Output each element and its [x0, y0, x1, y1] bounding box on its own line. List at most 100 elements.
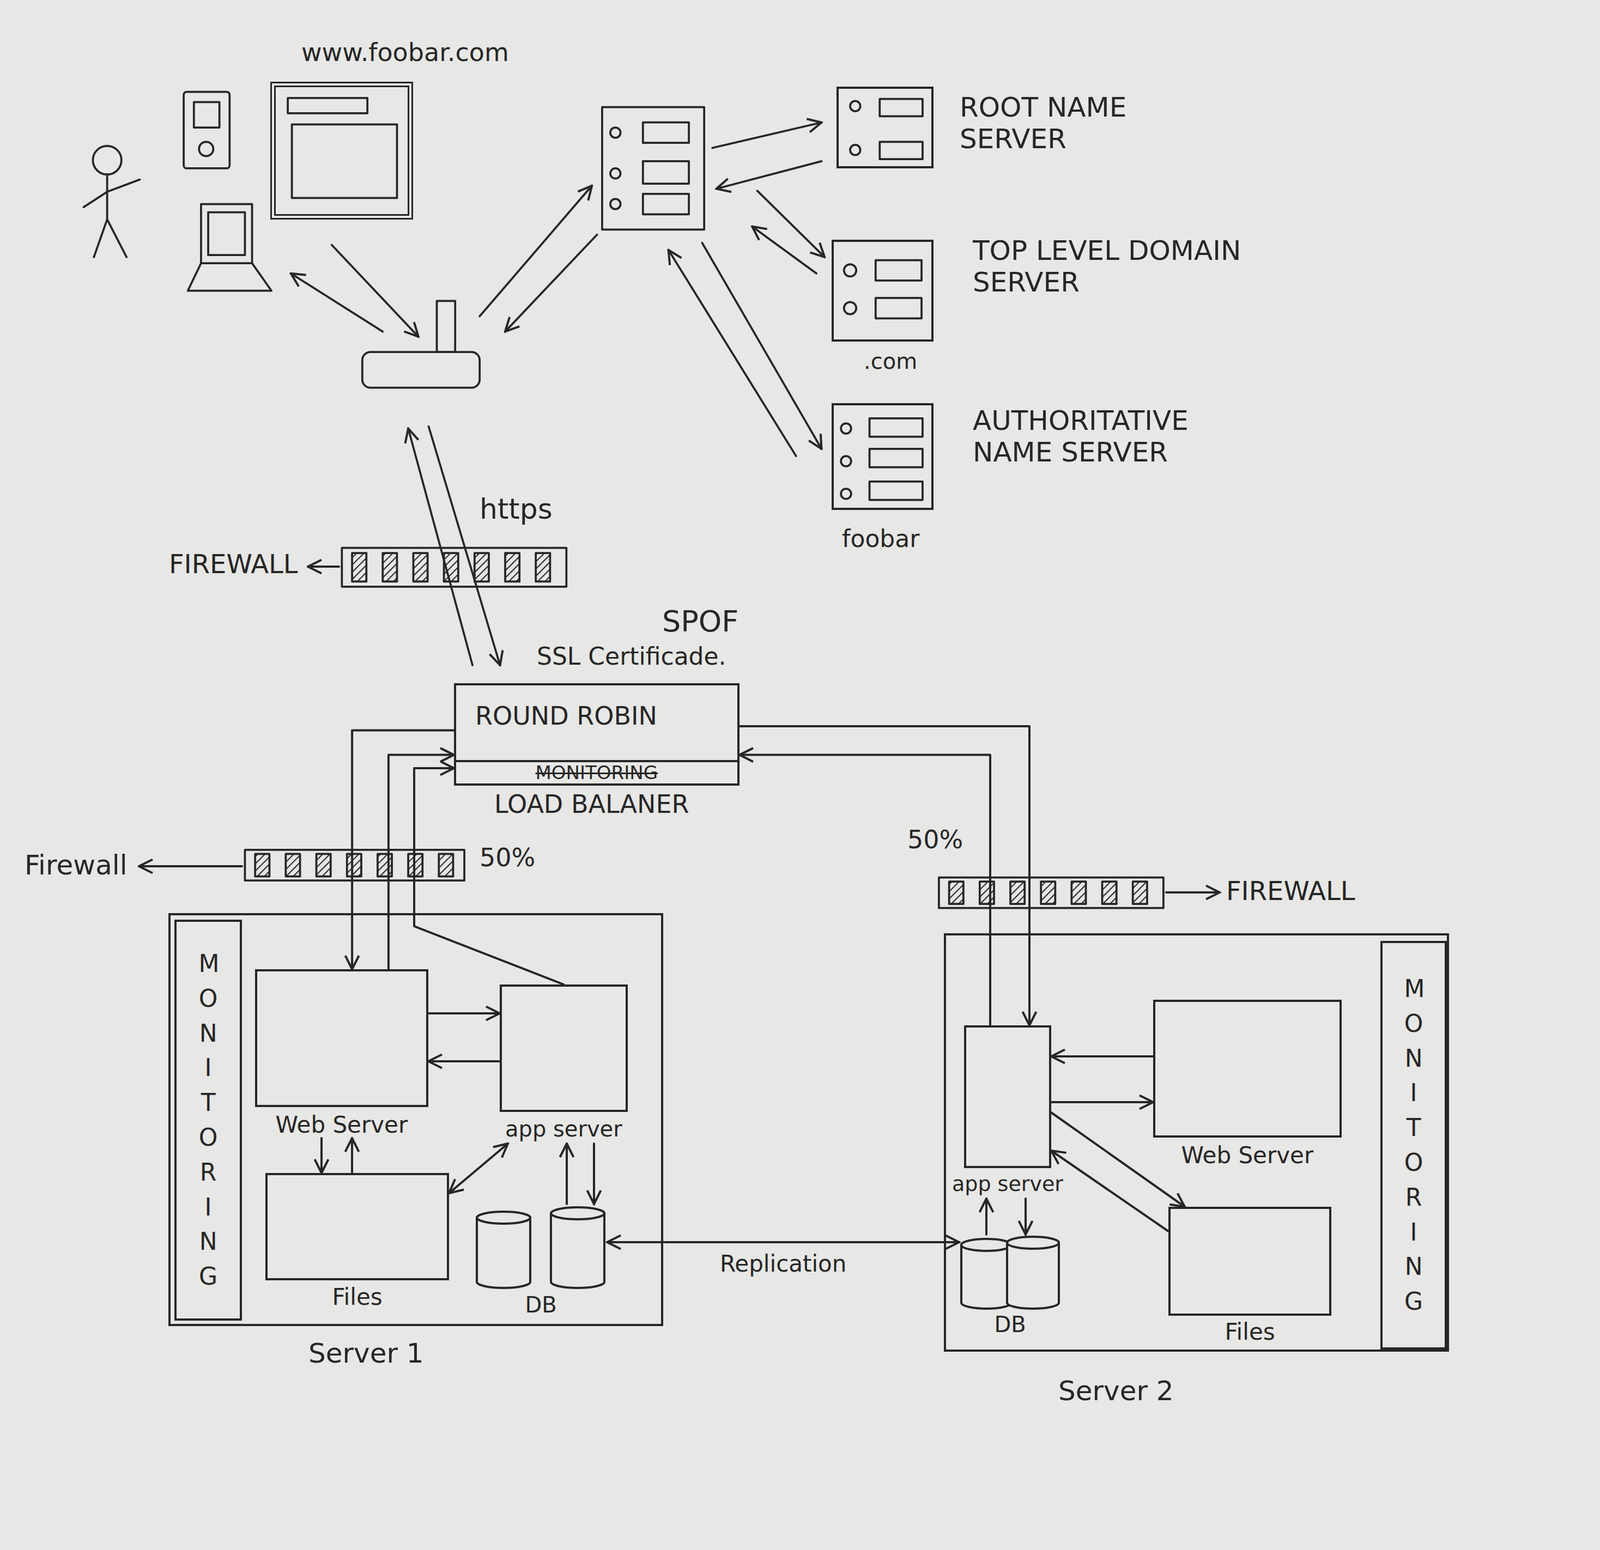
box-outline	[964, 1025, 1052, 1169]
leader-arrow	[307, 565, 339, 568]
app-server-box: app server	[499, 984, 628, 1144]
cylinder-body	[550, 1213, 605, 1289]
monitoring-label: MONITORING	[535, 762, 659, 784]
sketch	[83, 92, 1164, 909]
dns-query-arrow	[479, 185, 592, 317]
server-led	[840, 456, 852, 467]
resolver-server	[602, 107, 705, 230]
box-outline	[499, 984, 628, 1113]
connector	[1024, 1198, 1027, 1235]
server-slot	[869, 449, 923, 468]
firewall-brick	[352, 553, 367, 582]
server-slot	[879, 141, 923, 160]
file-storage-box: Files	[1168, 1207, 1332, 1347]
server-led	[850, 100, 861, 112]
share-label: 50%	[907, 825, 963, 855]
load-balancer-label: LOAD BALANER	[494, 790, 690, 820]
firewall-band	[244, 850, 465, 881]
box-label: Web Server	[1181, 1142, 1314, 1169]
server-slot	[643, 122, 689, 143]
firewall-label: Firewall	[24, 850, 128, 882]
box-label: Files	[1225, 1319, 1276, 1346]
url-label: www.foobar.com	[301, 38, 509, 68]
firewall-brick	[285, 853, 300, 877]
firewall-brick	[408, 853, 423, 877]
server-label: TOP LEVEL DOMAIN SERVER	[972, 235, 1300, 299]
dns-server-box: AUTHORITATIVE NAME SERVERfoobar	[831, 403, 934, 511]
firewall-brick	[347, 853, 362, 877]
connector	[985, 1198, 988, 1235]
box-label: Web Server	[275, 1112, 409, 1139]
response-arrow	[291, 273, 384, 332]
file-storage-box: Files	[265, 1173, 450, 1314]
phone-icon	[183, 92, 230, 169]
server-led	[610, 168, 621, 179]
note-label: SPOF	[662, 604, 739, 639]
dns-query-arrow	[701, 243, 822, 450]
box-outline	[265, 1173, 450, 1281]
database-symbol	[474, 1204, 608, 1292]
firewall-brick	[1010, 881, 1025, 905]
laptop-screen	[201, 204, 253, 264]
firewall-label: FIREWALL	[1226, 876, 1356, 907]
router-body	[362, 352, 480, 389]
firewall-brick	[535, 553, 550, 582]
dns-answer-arrow	[752, 226, 817, 274]
connector	[428, 1012, 500, 1015]
dns-answer-arrow	[668, 250, 797, 457]
cylinder-body	[1007, 1243, 1059, 1309]
zone-label: foobar	[841, 525, 920, 554]
connector	[320, 1138, 323, 1174]
server-led	[844, 301, 857, 314]
server-label: ROOT NAME SERVER	[959, 92, 1167, 155]
monitoring-label: MONITORING	[198, 946, 218, 1295]
phone-button	[198, 141, 214, 156]
server-led	[840, 488, 852, 500]
box-label: DB	[994, 1312, 1027, 1338]
dns-query-arrow	[712, 122, 822, 149]
firewall-brick	[377, 853, 392, 877]
connector	[592, 1143, 596, 1205]
server-slot	[875, 298, 922, 319]
server-slot	[879, 99, 923, 117]
firewall-brick	[1040, 881, 1056, 905]
monitoring-band: MONITORING	[1380, 941, 1447, 1350]
connector	[739, 726, 1030, 1026]
share-label: 50%	[479, 843, 536, 873]
server-led	[850, 144, 861, 156]
firewall-label: FIREWALL	[168, 549, 299, 580]
database-symbol	[959, 1234, 1062, 1312]
firewall-brick	[444, 553, 459, 582]
router-antenna	[437, 300, 456, 353]
connector	[350, 1138, 354, 1174]
protocol-label: https	[479, 493, 553, 526]
server-slot	[869, 481, 923, 501]
cylinder-top	[550, 1207, 605, 1220]
firewall-brick	[1102, 881, 1117, 905]
zone-label: .com	[863, 348, 918, 374]
dns-server-box: TOP LEVEL DOMAIN SERVER.com	[831, 239, 934, 342]
connector	[428, 1060, 500, 1063]
load-balancer: ROUND ROBINLOAD BALANERMONITORING	[453, 683, 740, 786]
firewall-brick	[1071, 881, 1086, 905]
connector	[449, 1143, 508, 1194]
edge-label: Replication	[716, 1251, 850, 1278]
firewall-brick	[505, 553, 520, 582]
leader-arrow	[1166, 891, 1220, 894]
algorithm-label: ROUND ROBIN	[475, 701, 658, 731]
server-slot	[643, 161, 689, 184]
laptop-display	[208, 212, 245, 256]
dns-server-box: ROOT NAME SERVER	[836, 86, 934, 169]
server-label: AUTHORITATIVE NAME SERVER	[972, 405, 1246, 469]
request-arrow	[331, 244, 419, 337]
user-body	[83, 174, 141, 258]
server-slot	[869, 418, 923, 438]
firewall-brick	[949, 881, 964, 905]
dns-answer-arrow	[505, 234, 598, 332]
box-label: Files	[332, 1284, 383, 1311]
firewall-brick	[979, 881, 995, 905]
cylinder-body	[961, 1245, 1012, 1309]
server-slot	[875, 260, 922, 281]
server-led	[610, 127, 621, 138]
cylinder-top	[961, 1239, 1012, 1252]
